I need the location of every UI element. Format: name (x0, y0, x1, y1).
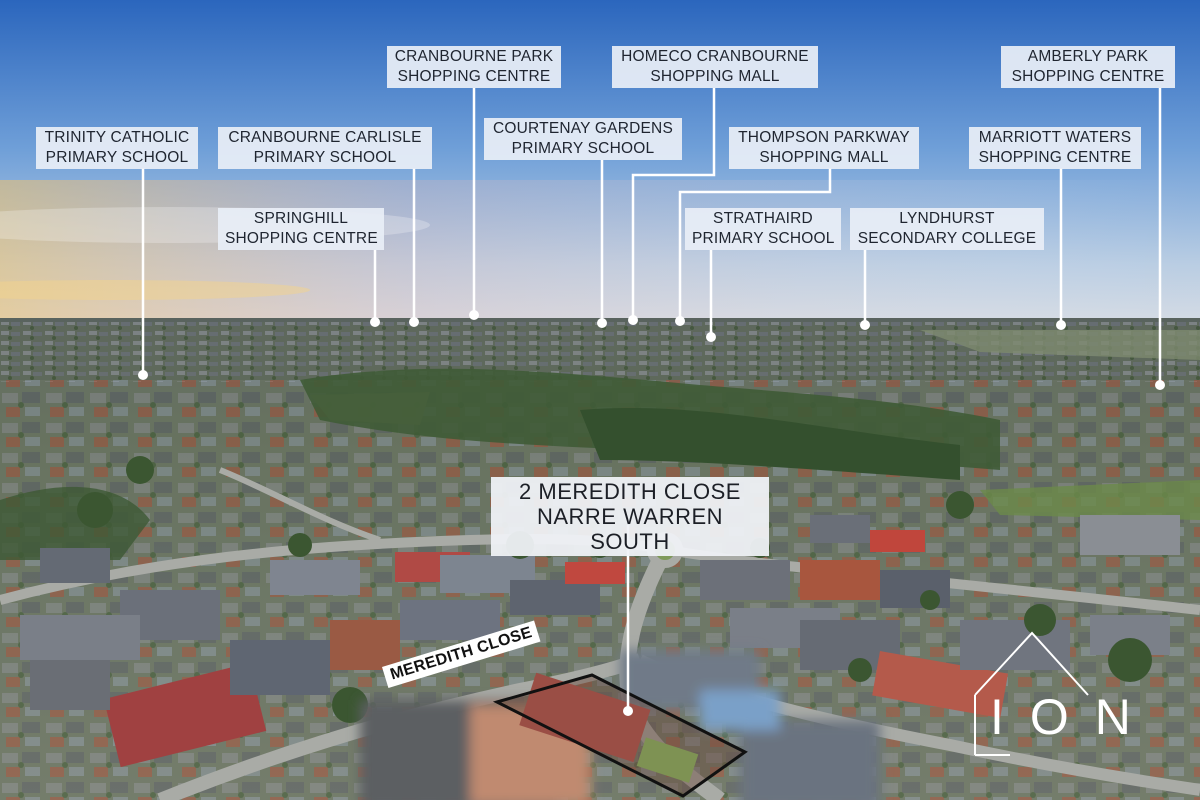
property-boundary (492, 673, 748, 798)
leader-lines (141, 88, 1162, 710)
callout-marriott: MARRIOTT WATERS SHOPPING CENTRE (969, 127, 1141, 169)
callout-carlisle: CRANBOURNE CARLISLE PRIMARY SCHOOL (218, 127, 432, 169)
callout-thompson: THOMPSON PARKWAY SHOPPING MALL (729, 127, 919, 169)
callout-strathaird: STRATHAIRD PRIMARY SCHOOL (685, 208, 841, 250)
callout-courtenay: COURTENAY GARDENS PRIMARY SCHOOL (484, 118, 682, 160)
location-pins (138, 310, 1165, 716)
agency-logo-text: ION (990, 689, 1157, 745)
address-line-1: 2 MEREDITH CLOSE (519, 479, 741, 504)
address-line-2: NARRE WARREN SOUTH (536, 504, 724, 554)
agency-logo-house-icon (974, 631, 1089, 756)
callout-amberly: AMBERLY PARK SHOPPING CENTRE (1001, 46, 1175, 88)
property-address-label: 2 MEREDITH CLOSE NARRE WARREN SOUTH (491, 477, 769, 556)
callout-springhill: SPRINGHILL SHOPPING CENTRE (218, 208, 384, 250)
callout-lyndhurst: LYNDHURST SECONDARY COLLEGE (850, 208, 1044, 250)
callout-trinity: TRINITY CATHOLIC PRIMARY SCHOOL (36, 127, 198, 169)
callout-cranbourne-park: CRANBOURNE PARK SHOPPING CENTRE (387, 46, 561, 88)
callout-homeco: HOMECO CRANBOURNE SHOPPING MALL (612, 46, 818, 88)
